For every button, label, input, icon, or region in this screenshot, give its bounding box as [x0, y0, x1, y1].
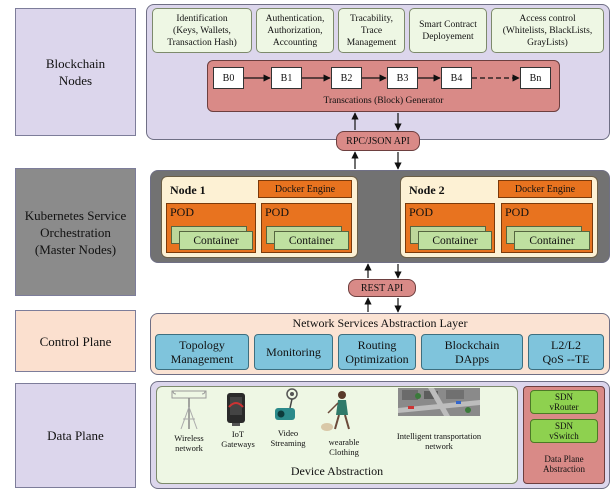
feature-smart-contract: Smart Contract Deployement [409, 8, 487, 53]
block-generator [207, 60, 560, 112]
device-label-wearable-clothing: wearable Clothing [328, 437, 360, 457]
block-generator-label: Transcations (Block) Generator [323, 96, 444, 106]
layer-label-control-plane: Control Plane [15, 310, 136, 372]
device-label-wireless: Wireless network [174, 433, 204, 453]
feature-identification: Identification (Keys, Wallets, Transacti… [152, 8, 252, 53]
node-1-title: Node 1 [170, 183, 206, 197]
block-b0: B0 [213, 67, 244, 89]
layer-label-data-plane: Data Plane [15, 383, 136, 488]
node-2-title: Node 2 [409, 183, 445, 197]
service-blockchain-dapps: Blockchain DApps [421, 334, 523, 370]
data-plane-abstraction-label: Data Plane Abstraction [543, 454, 585, 474]
device-label-video-streaming: Video Streaming [270, 428, 306, 448]
sdn-vrouter: SDN vRouter [530, 390, 598, 414]
rpc-json-api: RPC/JSON API [336, 131, 420, 151]
block-b3: B3 [387, 67, 418, 89]
node-1-pod-a-label: POD [170, 205, 195, 219]
node-2-pod-a-label: POD [409, 205, 434, 219]
block-b1: B1 [271, 67, 302, 89]
feature-traceability: Tracability, Trace Management [338, 8, 405, 53]
block-b4: B4 [441, 67, 472, 89]
device-label-transportation: Intelligent transportation network [396, 431, 482, 451]
feature-authentication: Authentication, Authorization, Accountin… [256, 8, 334, 53]
wearable-person-icon [321, 391, 350, 431]
node-2-pod-a-container: Container [418, 231, 492, 250]
iot-gateway-icon [227, 393, 245, 426]
node-1-pod-a-container: Container [179, 231, 253, 250]
video-camera-icon [275, 388, 298, 420]
wireless-antenna-icon [171, 390, 207, 430]
feature-access-control: Access control (Whitelists, BlackLists, … [491, 8, 604, 53]
node-2-docker-engine: Docker Engine [498, 180, 592, 198]
service-routing-optimization: Routing Optimization [338, 334, 416, 370]
block-bn: Bn [520, 67, 551, 89]
service-topology-management: Topology Management [155, 334, 249, 370]
service-qos-te: L2/L2 QoS --TE [528, 334, 604, 370]
device-label-iot-gateways: IoT Gateways [221, 429, 255, 449]
node-2-pod-b-container: Container [514, 231, 590, 250]
node-1-docker-engine: Docker Engine [258, 180, 352, 198]
device-abstraction-label: Device Abstraction [290, 463, 384, 478]
rest-api: REST API [348, 279, 416, 297]
block-b2: B2 [331, 67, 362, 89]
network-services-abstraction-title: Network Services Abstraction Layer [292, 315, 468, 330]
node-1-pod-b-label: POD [265, 205, 290, 219]
transportation-network-image [398, 388, 480, 416]
node-2-pod-b-label: POD [505, 205, 530, 219]
node-1-pod-b-container: Container [274, 231, 349, 250]
layer-label-kubernetes: Kubernetes Service Orchestration (Master… [15, 168, 136, 296]
sdn-vswitch: SDN vSwitch [530, 419, 598, 443]
service-monitoring: Monitoring [254, 334, 333, 370]
layer-label-blockchain: Blockchain Nodes [15, 8, 136, 136]
